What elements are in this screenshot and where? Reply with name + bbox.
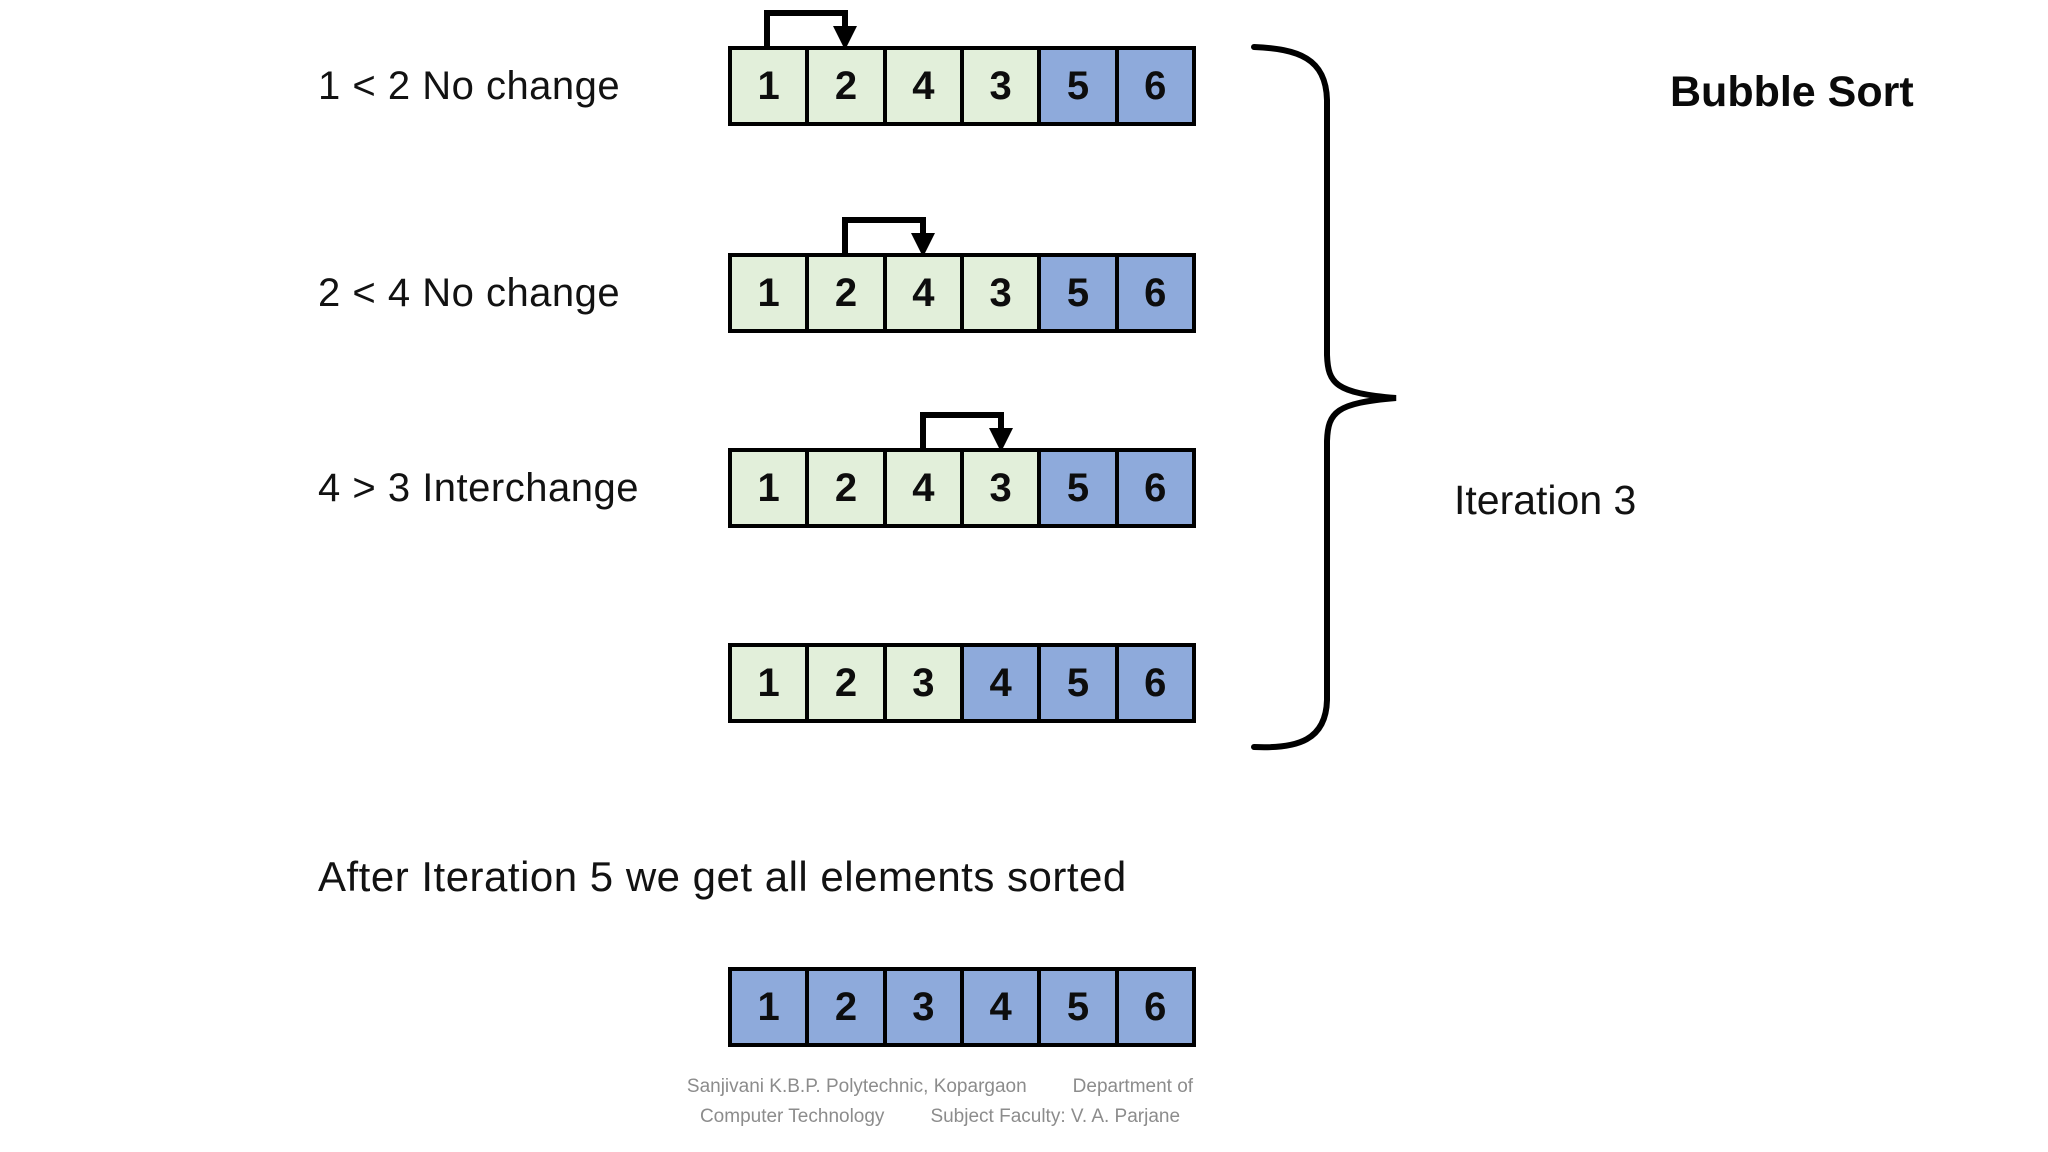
array-cell: 3	[882, 971, 960, 1043]
array-cell: 3	[959, 257, 1038, 329]
array-step-3: 1 2 4 3 5 6	[728, 448, 1196, 528]
slide-footer: Sanjivani K.B.P. Polytechnic, Kopargaon …	[540, 1072, 1340, 1132]
slide-title: Bubble Sort	[1670, 68, 1914, 116]
array-cell: 5	[1037, 971, 1115, 1043]
sorted-array: 1 2 3 4 5 6	[728, 967, 1196, 1047]
array-cell: 3	[959, 50, 1038, 122]
array-cell: 4	[959, 647, 1038, 719]
array-cell: 1	[732, 257, 806, 329]
footer-line-2: Computer Technology Subject Faculty: V. …	[540, 1102, 1340, 1132]
compare-arrow-step-2	[842, 217, 935, 257]
footer-line-1: Sanjivani K.B.P. Polytechnic, Kopargaon …	[540, 1072, 1340, 1102]
array-cell: 4	[882, 452, 960, 524]
array-cell: 4	[882, 50, 960, 122]
array-cell: 1	[732, 971, 806, 1043]
array-cell: 6	[1114, 971, 1192, 1043]
conclusion-text: After Iteration 5 we get all elements so…	[318, 853, 1127, 900]
array-cell: 5	[1037, 257, 1115, 329]
array-step-2: 1 2 4 3 5 6	[728, 253, 1196, 333]
array-cell: 2	[805, 452, 883, 524]
array-cell: 2	[805, 257, 883, 329]
step-2-label: 2 < 4 No change	[318, 270, 621, 315]
array-cell: 1	[732, 647, 806, 719]
array-cell: 2	[805, 971, 883, 1043]
array-cell: 6	[1114, 452, 1192, 524]
array-cell: 1	[732, 452, 806, 524]
footer-faculty: Subject Faculty: V. A. Parjane	[930, 1106, 1181, 1127]
array-cell: 6	[1114, 257, 1192, 329]
array-step-4: 1 2 3 4 5 6	[728, 643, 1196, 723]
compare-arrow-step-3	[920, 412, 1013, 452]
iteration-brace	[1251, 44, 1397, 751]
array-cell: 2	[805, 647, 883, 719]
array-step-1: 1 2 4 3 5 6	[728, 46, 1196, 126]
iteration-label: Iteration 3	[1454, 477, 1637, 523]
array-cell: 5	[1037, 452, 1115, 524]
step-3-label: 4 > 3 Interchange	[318, 465, 639, 510]
array-cell: 4	[959, 971, 1038, 1043]
array-cell: 1	[732, 50, 806, 122]
footer-institute: Sanjivani K.B.P. Polytechnic, Kopargaon	[686, 1076, 1027, 1097]
array-cell: 6	[1114, 647, 1192, 719]
array-cell: 3	[882, 647, 960, 719]
footer-department-prefix: Department of	[1072, 1076, 1194, 1097]
array-cell: 5	[1037, 50, 1115, 122]
array-cell: 4	[882, 257, 960, 329]
array-cell: 3	[959, 452, 1038, 524]
compare-arrow-step-1	[764, 10, 857, 50]
array-cell: 6	[1114, 50, 1192, 122]
array-cell: 5	[1037, 647, 1115, 719]
step-1-label: 1 < 2 No change	[318, 63, 621, 108]
array-cell: 2	[805, 50, 883, 122]
footer-department-suffix: Computer Technology	[699, 1106, 885, 1127]
